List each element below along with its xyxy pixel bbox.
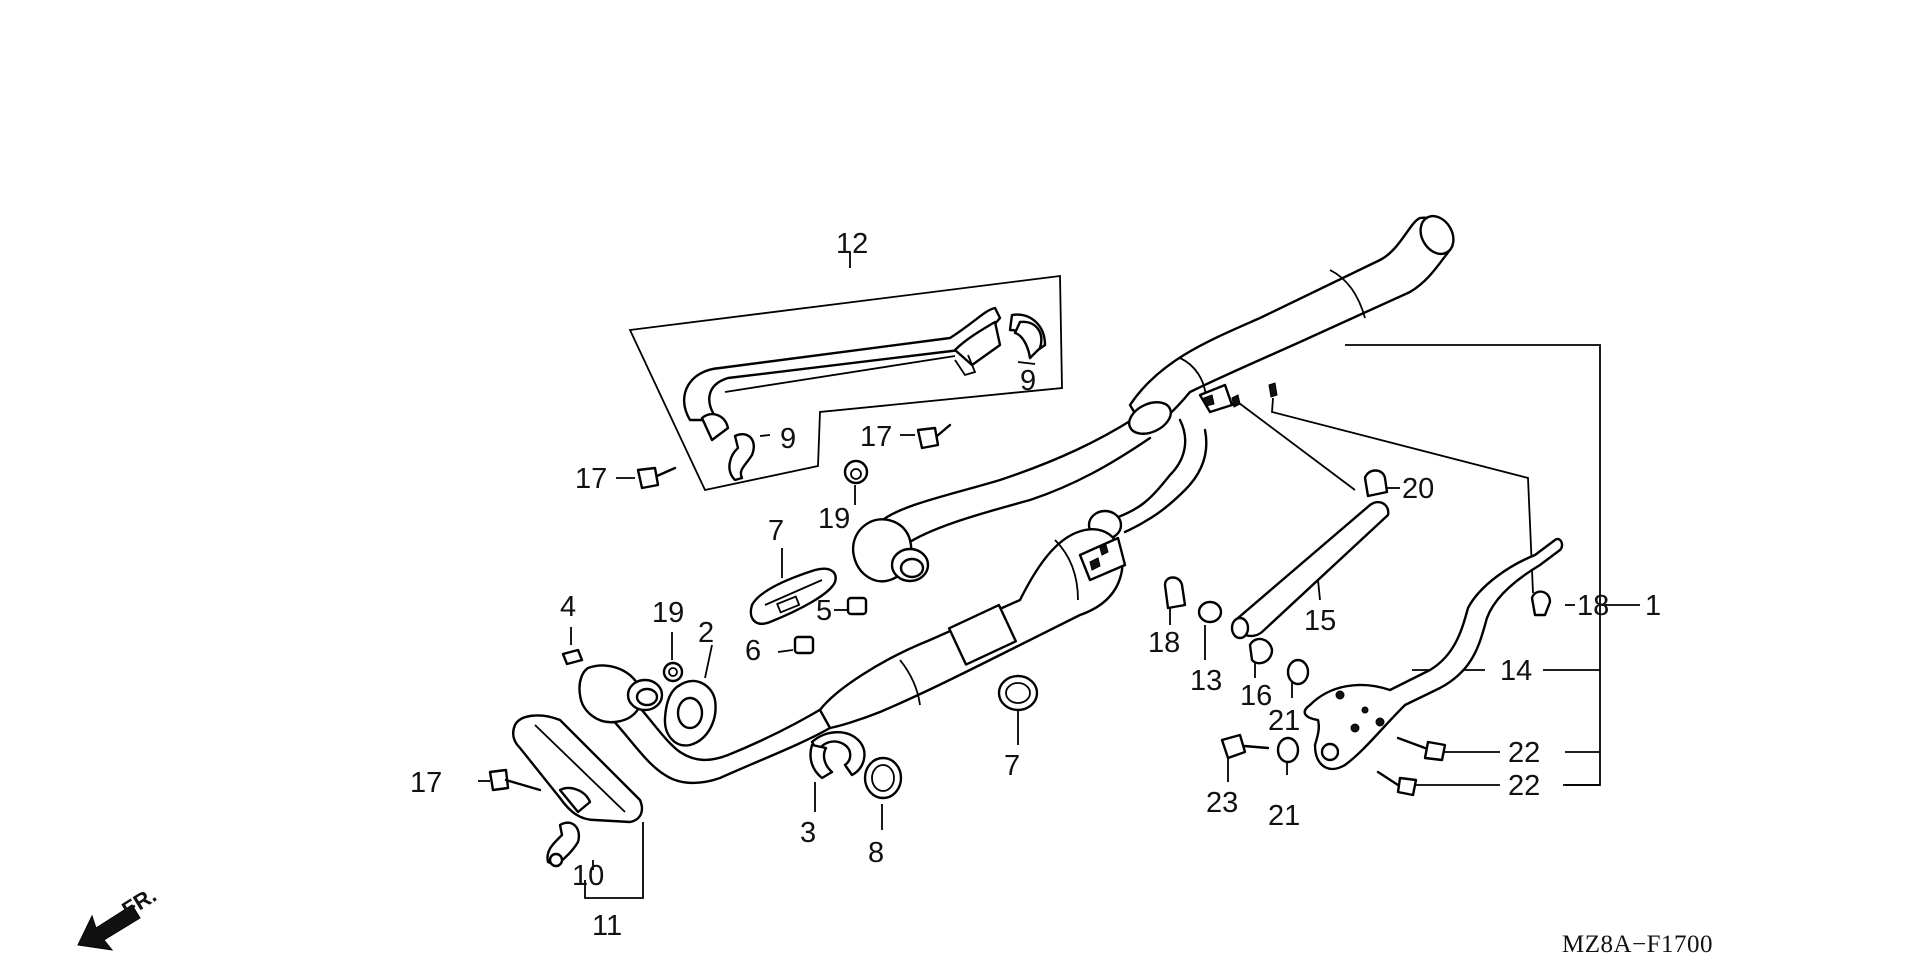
callout-11: 11 <box>592 910 622 942</box>
callout-22-lower: 22 <box>1508 770 1540 802</box>
callout-6: 4 <box>560 591 576 623</box>
callout-3: 3 <box>800 817 816 849</box>
callout-16: 16 <box>1240 680 1272 712</box>
part-15-muffler-bracket <box>1230 501 1390 640</box>
callout-18-left: 18 <box>1148 627 1180 659</box>
callout-8: 7 <box>768 515 784 547</box>
callout-22-upper: 22 <box>1508 737 1540 769</box>
callout-13: 13 <box>1190 665 1222 697</box>
callout-labels: 12 9 9 17 17 19 7 5 6 4 19 2 17 10 11 3 … <box>410 228 1661 942</box>
callout-17-left: 17 <box>575 463 607 495</box>
callout-17-upper: 17 <box>860 421 892 453</box>
callout-19-upper: 19 <box>818 503 850 535</box>
callout-9-lower: 9 <box>780 423 796 455</box>
drawing-code: MZ8A−F1700 <box>1562 931 1713 958</box>
callout-14: 14 <box>1500 655 1532 687</box>
callout-15: 15 <box>1304 605 1336 637</box>
callout-7-upper: 5 <box>816 595 832 627</box>
callout-17-lower: 17 <box>410 767 442 799</box>
callout-9-upper: 9 <box>1020 365 1036 397</box>
callout-21-lower: 21 <box>1268 800 1300 832</box>
callout-1: 1 <box>1645 590 1661 622</box>
small-parts <box>488 423 1552 800</box>
part-14-step-bracket <box>1303 537 1564 771</box>
part-12-upper-heat-shield <box>682 306 1047 482</box>
front-direction-indicator: FR. <box>77 882 161 951</box>
callout-19-lower: 19 <box>652 597 684 629</box>
callout-7-lower: 6 <box>745 635 761 667</box>
callout-23: 23 <box>1206 787 1238 819</box>
callout-5: 7 <box>1004 750 1020 782</box>
arrow-left-down-icon <box>77 904 141 951</box>
callout-18-right: 18 <box>1577 590 1609 622</box>
part-1-muffler-assembly <box>578 214 1455 785</box>
callout-12: 12 <box>836 228 868 260</box>
callout-10: 10 <box>572 860 604 892</box>
callout-4: 8 <box>868 837 884 869</box>
callout-21-upper: 21 <box>1268 705 1300 737</box>
callout-2: 2 <box>698 617 714 649</box>
callout-20: 20 <box>1402 473 1434 505</box>
part-11-lower-heat-shield <box>511 714 644 868</box>
